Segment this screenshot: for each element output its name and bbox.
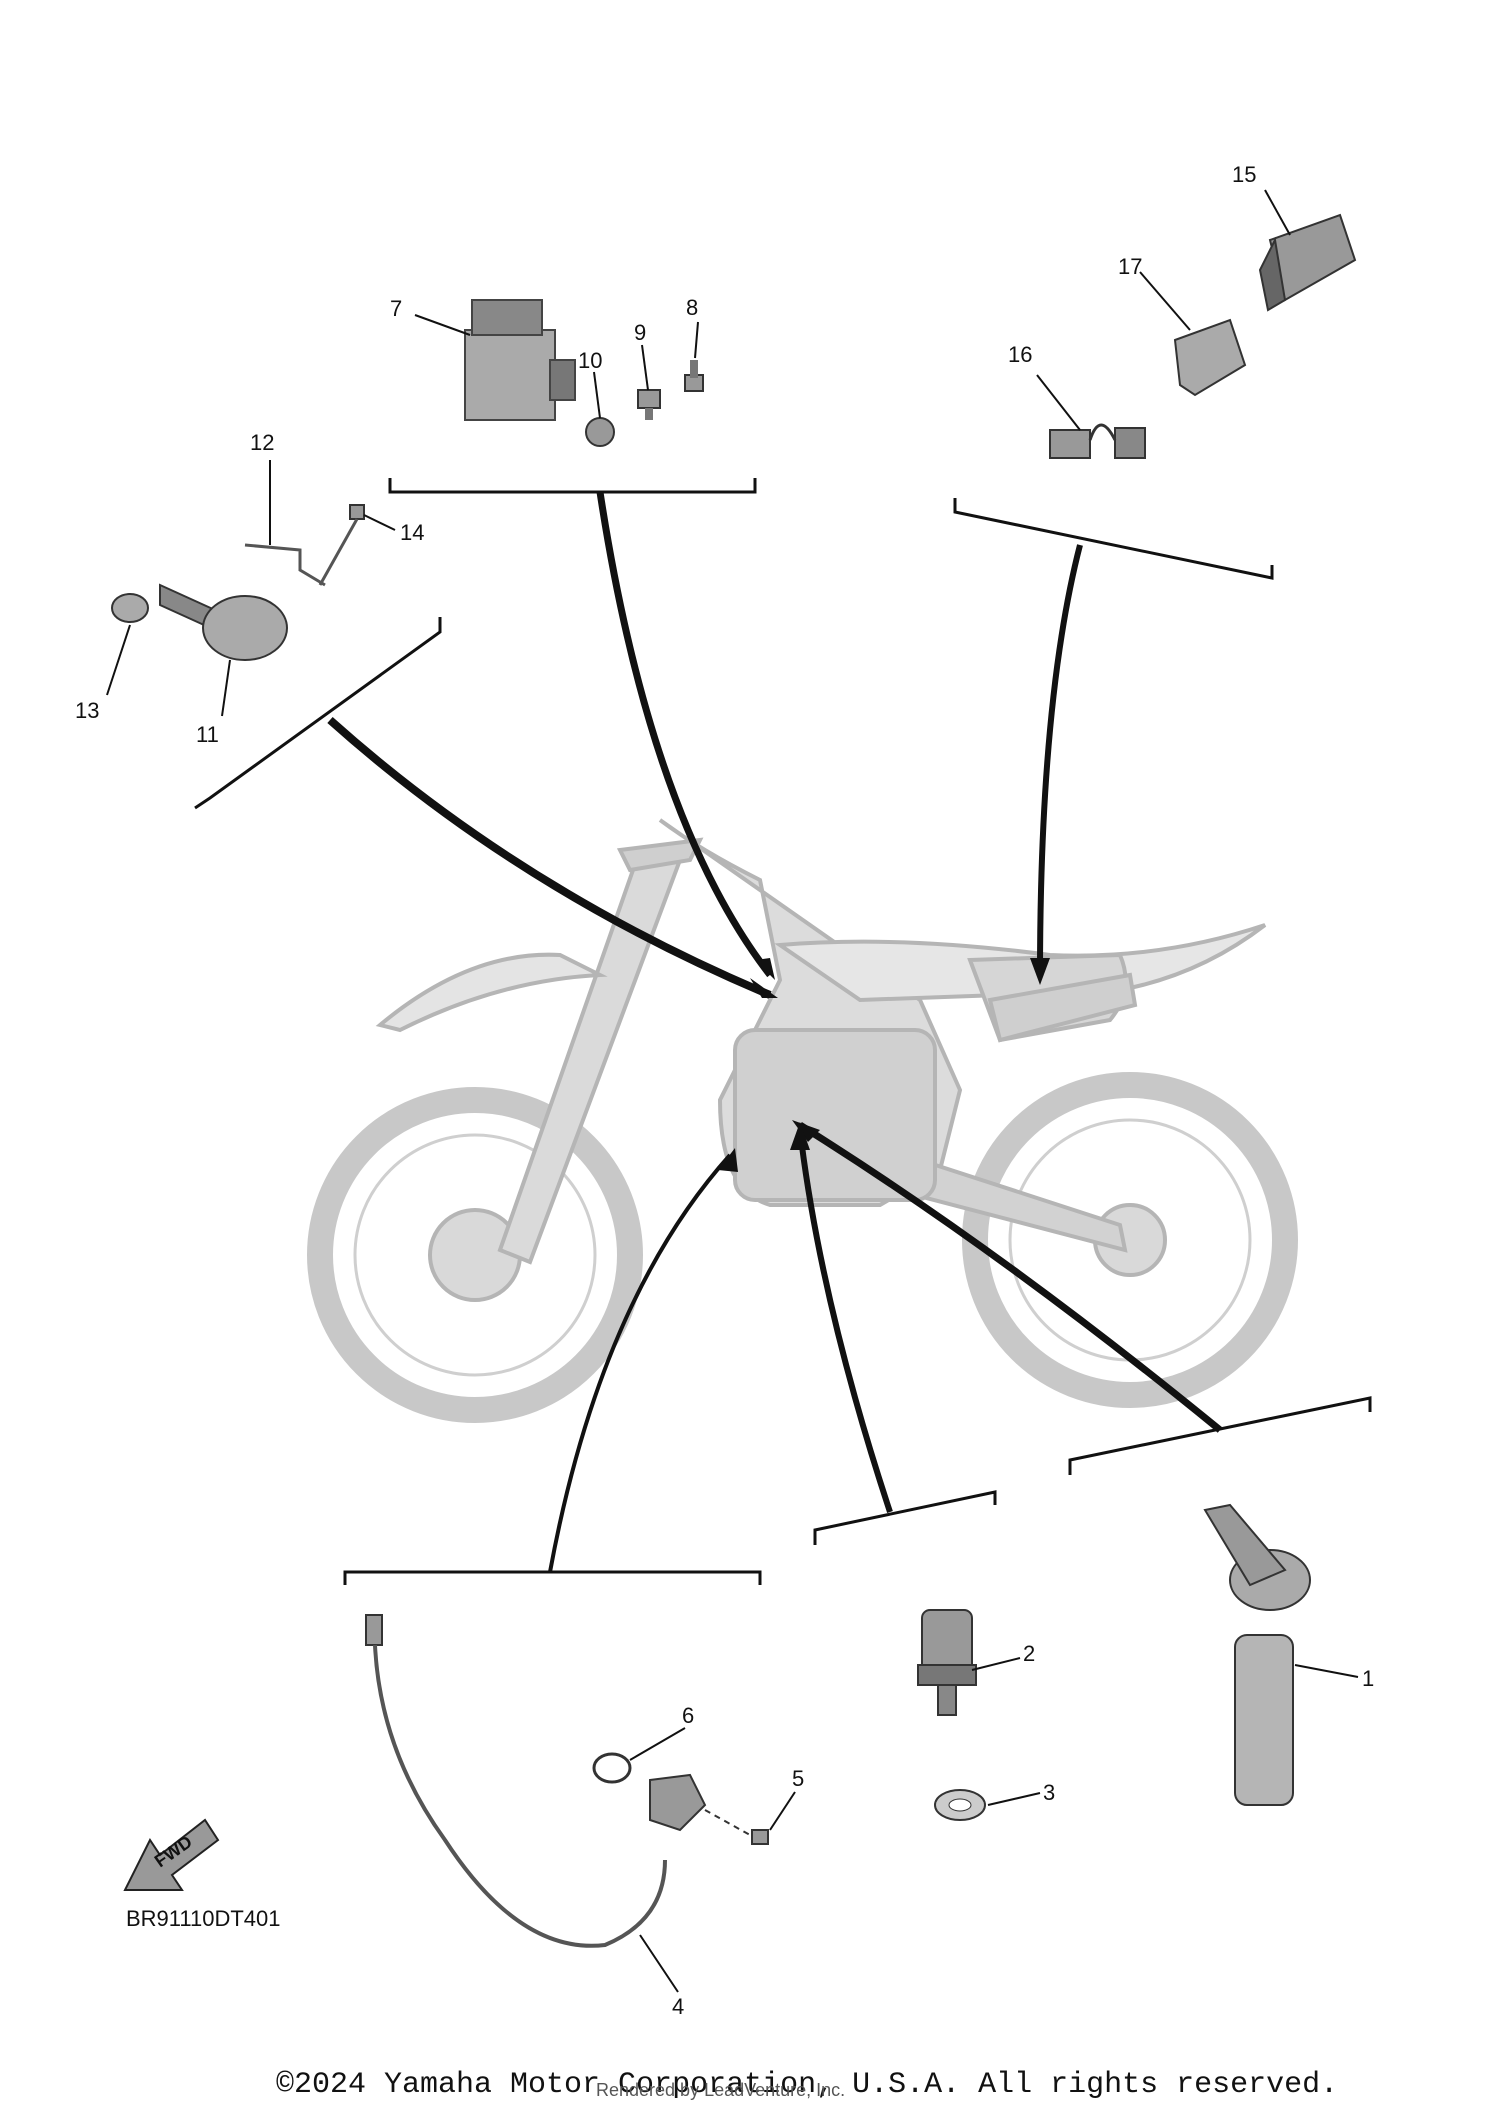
bracket-group-2 xyxy=(813,1490,997,1545)
bracket-group-15 xyxy=(953,498,1274,580)
callout-4: 4 xyxy=(672,1994,685,2019)
part-1-coil xyxy=(1203,1503,1311,1806)
callout-7: 7 xyxy=(390,296,403,321)
arrowheads xyxy=(718,958,1050,1172)
part-12-wire xyxy=(244,543,326,587)
callout-1: 1 xyxy=(1362,1666,1375,1691)
bracket-group-4 xyxy=(343,1570,762,1585)
part-16-connector xyxy=(1049,423,1146,459)
part-4-sensor-lead xyxy=(365,1614,667,1948)
part-9-bolt xyxy=(637,389,661,420)
callout-12: 12 xyxy=(250,430,275,455)
callout-6: 6 xyxy=(682,1703,695,1728)
rendered-by-notice: Rendered by LeadVenture, Inc. xyxy=(596,2080,846,2100)
fwd-arrow-icon xyxy=(123,1818,220,1891)
part-15-module xyxy=(1258,213,1357,312)
callout-13: 13 xyxy=(75,698,100,723)
callout-3: 3 xyxy=(1043,1780,1056,1805)
part-17-relay xyxy=(1173,318,1247,397)
callout-2: 2 xyxy=(1023,1641,1036,1666)
callout-14: 14 xyxy=(400,520,425,545)
part-6-o-ring xyxy=(592,1752,632,1784)
leader-lines xyxy=(194,478,1372,1585)
part-13-cap xyxy=(111,593,149,623)
part-3-washer xyxy=(934,1789,986,1821)
part-10-nut xyxy=(585,417,615,447)
callout-5: 5 xyxy=(792,1766,805,1791)
part-5-bolt xyxy=(704,1809,769,1845)
bracket-group-11 xyxy=(194,617,442,810)
callout-10: 10 xyxy=(578,348,603,373)
bracket-group-7 xyxy=(388,478,757,494)
bracket-group-1 xyxy=(1068,1396,1372,1475)
copyright-notice: ©2024 Yamaha Motor Corporation, U.S.A. A… xyxy=(276,2068,1339,2102)
callout-16: 16 xyxy=(1008,342,1033,367)
part-4-sensor-body xyxy=(649,1773,707,1832)
callout-17: 17 xyxy=(1118,254,1143,279)
callout-9: 9 xyxy=(634,320,647,345)
part-8-bolt xyxy=(684,360,704,392)
callout-11: 11 xyxy=(196,722,219,747)
front-wheel xyxy=(307,1087,643,1423)
part-11-switch xyxy=(159,583,288,661)
part-14-screw xyxy=(318,504,365,586)
part-2-sensor xyxy=(917,1609,977,1716)
motorcycle-illustration xyxy=(307,818,1298,1423)
diagram-code: BR91110DT401 xyxy=(126,1906,281,1931)
part-7-ecu xyxy=(464,299,576,421)
callout-8: 8 xyxy=(686,295,699,320)
callout-leaders xyxy=(106,189,1359,1993)
callout-15: 15 xyxy=(1232,162,1257,187)
